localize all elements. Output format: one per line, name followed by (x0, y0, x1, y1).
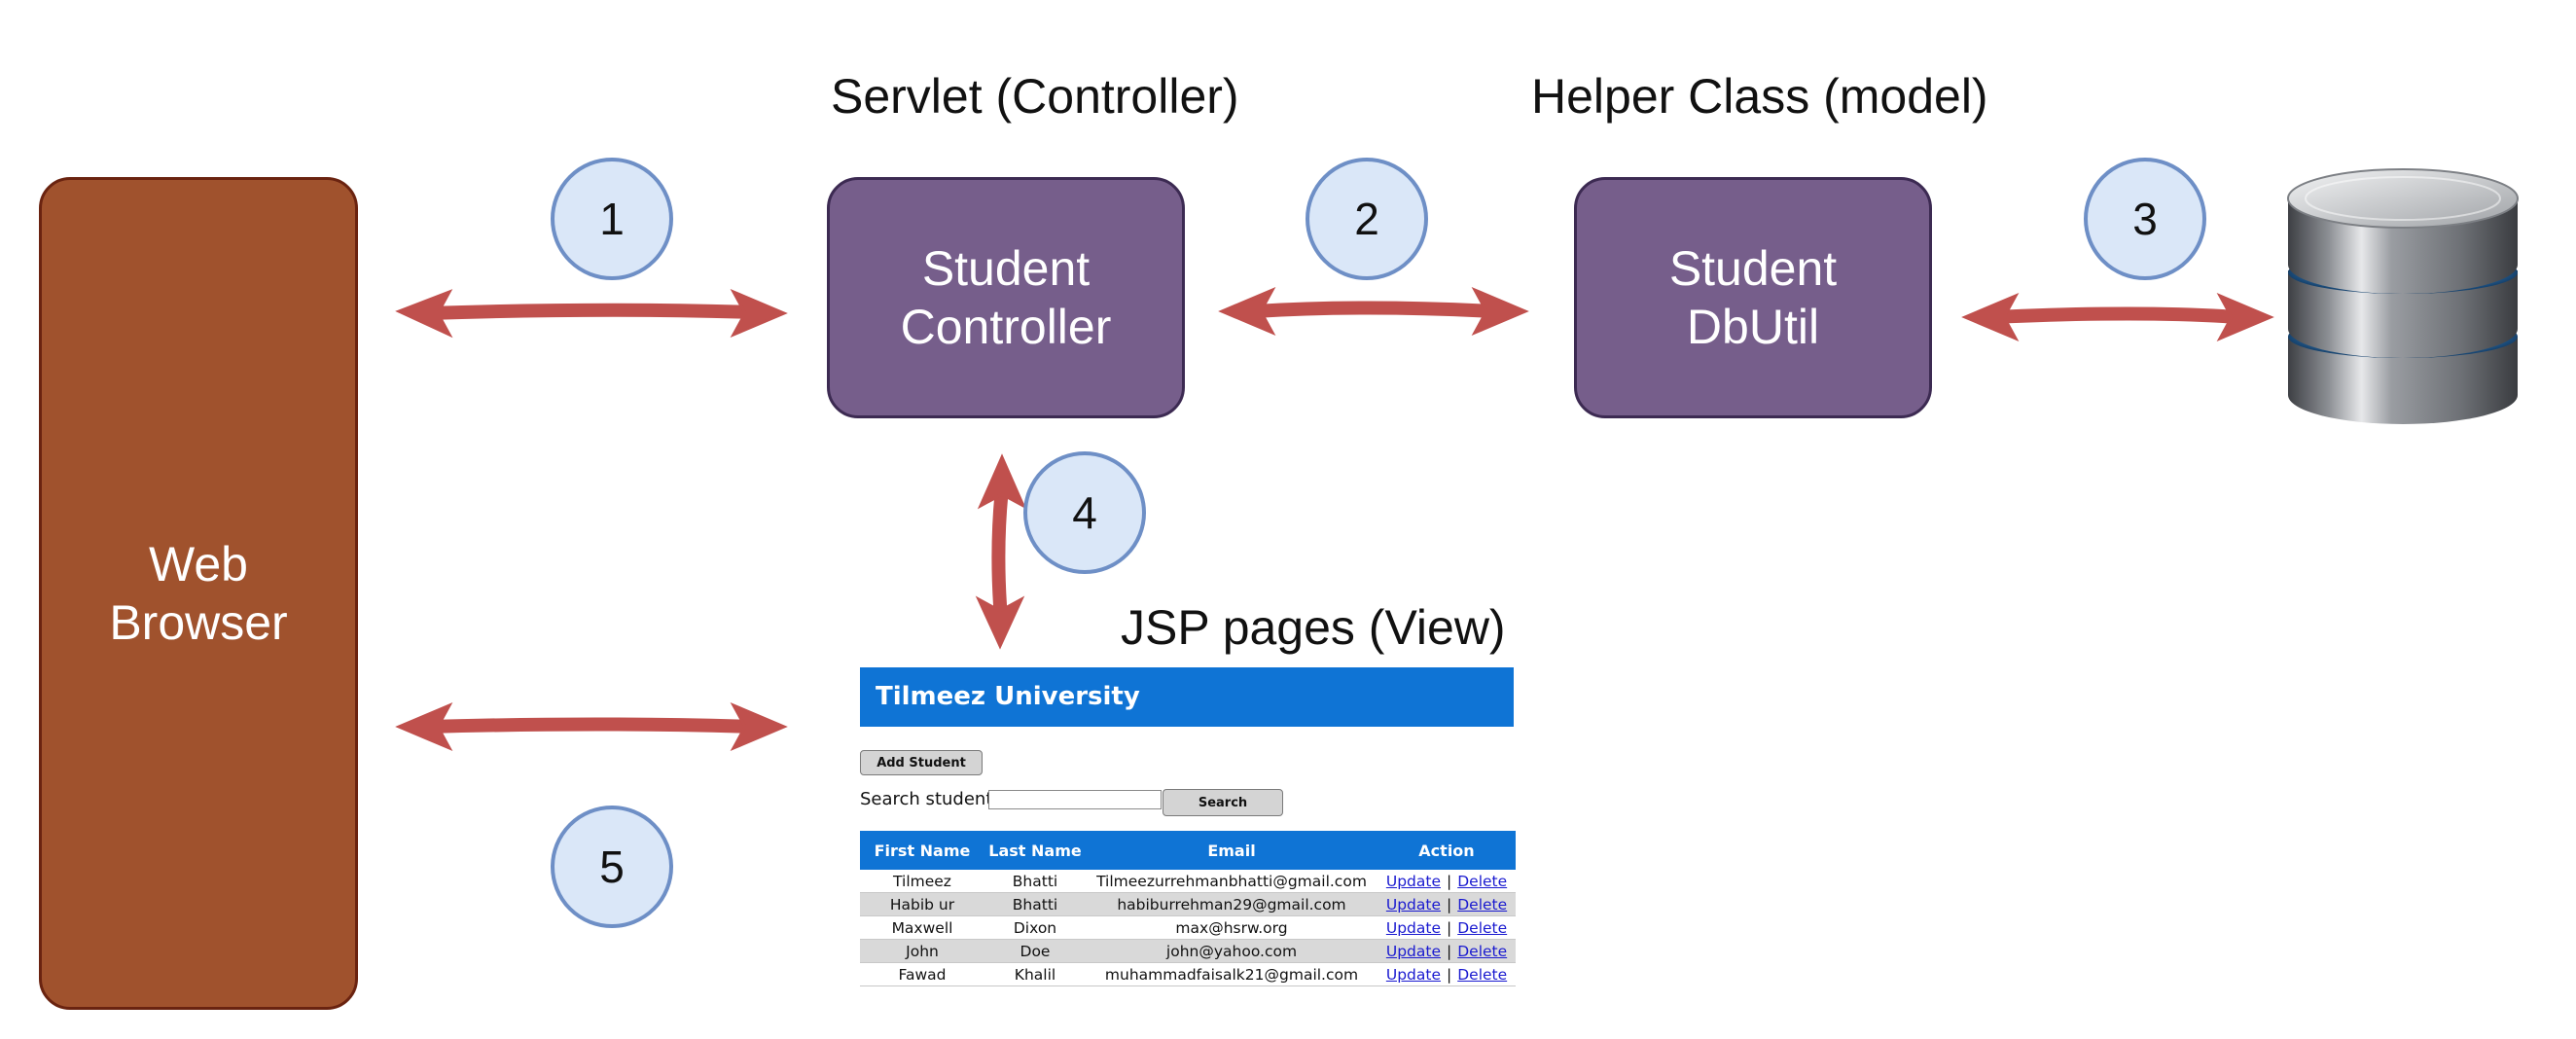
database-icon (2287, 168, 2519, 424)
action-cell: Update | Delete (1377, 915, 1516, 940)
web-browser-line-2: Browser (109, 595, 288, 650)
step-2-circle: 2 (1306, 158, 1428, 280)
web-browser-box: Web Browser (39, 177, 358, 1010)
delete-link[interactable]: Delete (1457, 942, 1508, 960)
arrow-controller-jsp (975, 453, 1027, 650)
column-header-last-name: Last Name (984, 831, 1086, 870)
delete-link[interactable]: Delete (1457, 965, 1508, 984)
student-controller-line-1: Student (921, 241, 1091, 296)
action-separator: | (1446, 895, 1452, 914)
student-dbutil-box: Student DbUtil (1574, 177, 1932, 418)
last-name-cell: Bhatti (984, 870, 1086, 893)
update-link[interactable]: Update (1385, 918, 1441, 937)
action-separator: | (1446, 872, 1452, 890)
first-name-cell: Fawad (860, 962, 984, 986)
arrow-jsp-browser (395, 701, 788, 752)
action-separator: | (1446, 942, 1452, 960)
student-table: First Name Last Name Email Action Tilmee… (860, 831, 1516, 986)
last-name-cell: Khalil (984, 962, 1086, 986)
step-5-circle: 5 (551, 806, 673, 928)
step-3-circle: 3 (2084, 158, 2206, 280)
email-cell: habiburrehman29@gmail.com (1086, 892, 1377, 916)
delete-link[interactable]: Delete (1457, 895, 1508, 914)
action-cell: Update | Delete (1377, 939, 1516, 963)
step-1-circle: 1 (551, 158, 673, 280)
search-student-input[interactable] (988, 790, 1162, 809)
last-name-cell: Dixon (984, 915, 1086, 940)
delete-link[interactable]: Delete (1457, 872, 1508, 890)
email-cell: max@hsrw.org (1086, 915, 1377, 940)
jsp-caption: JSP pages (View) (1121, 600, 1506, 655)
first-name-cell: Maxwell (860, 915, 984, 940)
action-cell: Update | Delete (1377, 870, 1516, 893)
email-cell: muhammadfaisalk21@gmail.com (1086, 962, 1377, 986)
step-4-circle: 4 (1023, 451, 1146, 574)
servlet-caption: Servlet (Controller) (831, 69, 1239, 124)
column-header-action: Action (1377, 831, 1516, 870)
first-name-cell: Tilmeez (860, 870, 984, 893)
action-cell: Update | Delete (1377, 892, 1516, 916)
update-link[interactable]: Update (1385, 895, 1441, 914)
student-dbutil-line-1: Student (1668, 241, 1838, 296)
action-separator: | (1446, 965, 1452, 984)
action-cell: Update | Delete (1377, 962, 1516, 986)
student-controller-box: Student Controller (827, 177, 1185, 418)
student-controller-line-2: Controller (900, 300, 1112, 354)
web-browser-line-1: Web (149, 537, 248, 591)
column-header-first-name: First Name (860, 831, 984, 870)
jsp-page-screenshot: Tilmeez University Add Student Search st… (860, 667, 1518, 988)
arrow-controller-dbutil (1218, 286, 1529, 337)
update-link[interactable]: Update (1385, 965, 1441, 984)
last-name-cell: Bhatti (984, 892, 1086, 916)
first-name-cell: John (860, 939, 984, 963)
arrow-browser-controller (395, 288, 788, 339)
last-name-cell: Doe (984, 939, 1086, 963)
column-header-email: Email (1086, 831, 1377, 870)
update-link[interactable]: Update (1385, 942, 1441, 960)
student-table-header: First Name Last Name Email Action (860, 831, 1516, 870)
action-separator: | (1446, 918, 1452, 937)
add-student-button[interactable]: Add Student (860, 750, 983, 775)
email-cell: john@yahoo.com (1086, 939, 1377, 963)
search-button[interactable]: Search (1163, 789, 1283, 816)
update-link[interactable]: Update (1385, 872, 1441, 890)
jsp-page-title: Tilmeez University (860, 667, 1514, 727)
search-student-label: Search student (860, 789, 993, 809)
first-name-cell: Habib ur (860, 892, 984, 916)
student-dbutil-line-2: DbUtil (1686, 300, 1820, 354)
delete-link[interactable]: Delete (1457, 918, 1508, 937)
email-cell: Tilmeezurrehmanbhatti@gmail.com (1086, 870, 1377, 893)
arrow-dbutil-database (1961, 292, 2274, 342)
helper-caption: Helper Class (model) (1531, 69, 1988, 124)
